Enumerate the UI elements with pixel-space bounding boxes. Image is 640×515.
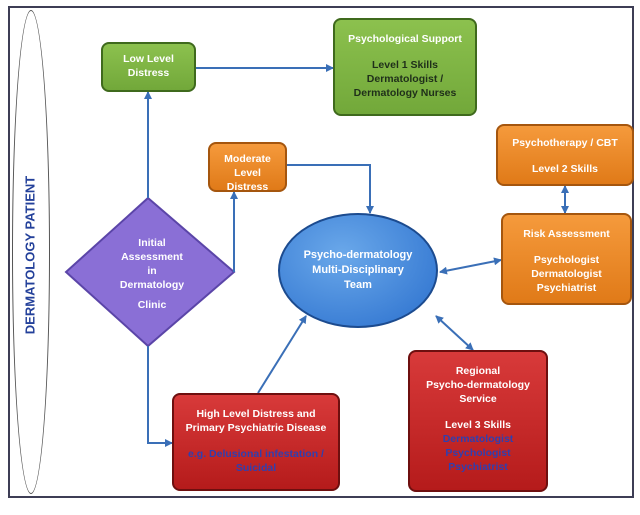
arrow-high-to-team bbox=[257, 315, 307, 394]
arrow-moderate-to-team bbox=[287, 164, 374, 214]
therapy-skills: Level 2 Skills bbox=[532, 163, 598, 175]
regional-line: Service bbox=[459, 393, 497, 405]
team-ellipse: Psycho-dermatology Multi-Disciplinary Te… bbox=[278, 213, 438, 328]
regional-line: Psycho-dermatology bbox=[426, 379, 530, 391]
regional-skills: Level 3 Skills bbox=[445, 419, 511, 431]
diagram-frame bbox=[8, 6, 634, 498]
patient-oval bbox=[12, 10, 50, 494]
regional-staff-line: Dermatologist bbox=[442, 433, 514, 445]
risk-title: Risk Assessment bbox=[523, 228, 610, 240]
team-line: Team bbox=[344, 279, 372, 291]
arrow-team-regional bbox=[435, 315, 474, 351]
risk-assessment-box: Risk Assessment Psychologist Dermatologi… bbox=[501, 213, 632, 305]
support-staff-line: Dermatology Nurses bbox=[353, 87, 457, 99]
team-line: Psycho-dermatology bbox=[303, 249, 413, 261]
regional-staff-line: Psychiatrist bbox=[448, 461, 508, 473]
high-distress-box: High Level Distress and Primary Psychiat… bbox=[172, 393, 340, 491]
regional-staff-line: Psychologist bbox=[445, 447, 511, 459]
high-distress-example: e.g. Delusional infestation / bbox=[188, 448, 324, 460]
high-distress-example: Suicidal bbox=[235, 462, 277, 474]
assessment-line: Clinic bbox=[137, 299, 167, 311]
low-distress-line: Distress bbox=[127, 67, 170, 79]
regional-service-box: Regional Psycho-dermatology Service Leve… bbox=[408, 350, 548, 492]
high-distress-line: High Level Distress and bbox=[196, 408, 316, 420]
support-skills: Level 1 Skills bbox=[372, 59, 438, 71]
risk-staff-line: Psychiatrist bbox=[536, 282, 597, 294]
team-line: Multi-Disciplinary bbox=[312, 264, 404, 276]
assessment-line: in bbox=[147, 265, 157, 277]
risk-staff-line: Dermatologist bbox=[531, 268, 602, 280]
risk-staff-line: Psychologist bbox=[533, 254, 600, 266]
low-distress-line: Low Level bbox=[123, 53, 174, 65]
assessment-line: Dermatology bbox=[119, 279, 185, 291]
assessment-line: Assessment bbox=[121, 251, 183, 263]
high-distress-line: Primary Psychiatric Disease bbox=[185, 422, 327, 434]
regional-line: Regional bbox=[455, 365, 501, 377]
support-staff-line: Dermatologist / bbox=[366, 73, 444, 85]
assessment-label: Initial Assessment in Dermatology Clinic bbox=[112, 236, 192, 312]
moderate-distress-line: Distress bbox=[226, 181, 269, 193]
therapy-title: Psychotherapy / CBT bbox=[512, 137, 618, 149]
arrow-team-risk bbox=[439, 257, 502, 275]
support-title: Psychological Support bbox=[348, 33, 462, 45]
side-label: DERMATOLOGY PATIENT bbox=[22, 175, 38, 335]
assessment-line: Initial bbox=[138, 237, 166, 249]
psychological-support-box: Psychological Support Level 1 Skills Der… bbox=[333, 18, 477, 116]
psychotherapy-box: Psychotherapy / CBT Level 2 Skills bbox=[496, 124, 634, 186]
low-distress-box: Low Level Distress bbox=[101, 42, 196, 92]
moderate-distress-line: Moderate Level bbox=[224, 153, 271, 179]
arrow-assessment-to-high bbox=[147, 346, 173, 447]
moderate-distress-box: Moderate Level Distress bbox=[208, 142, 287, 193]
